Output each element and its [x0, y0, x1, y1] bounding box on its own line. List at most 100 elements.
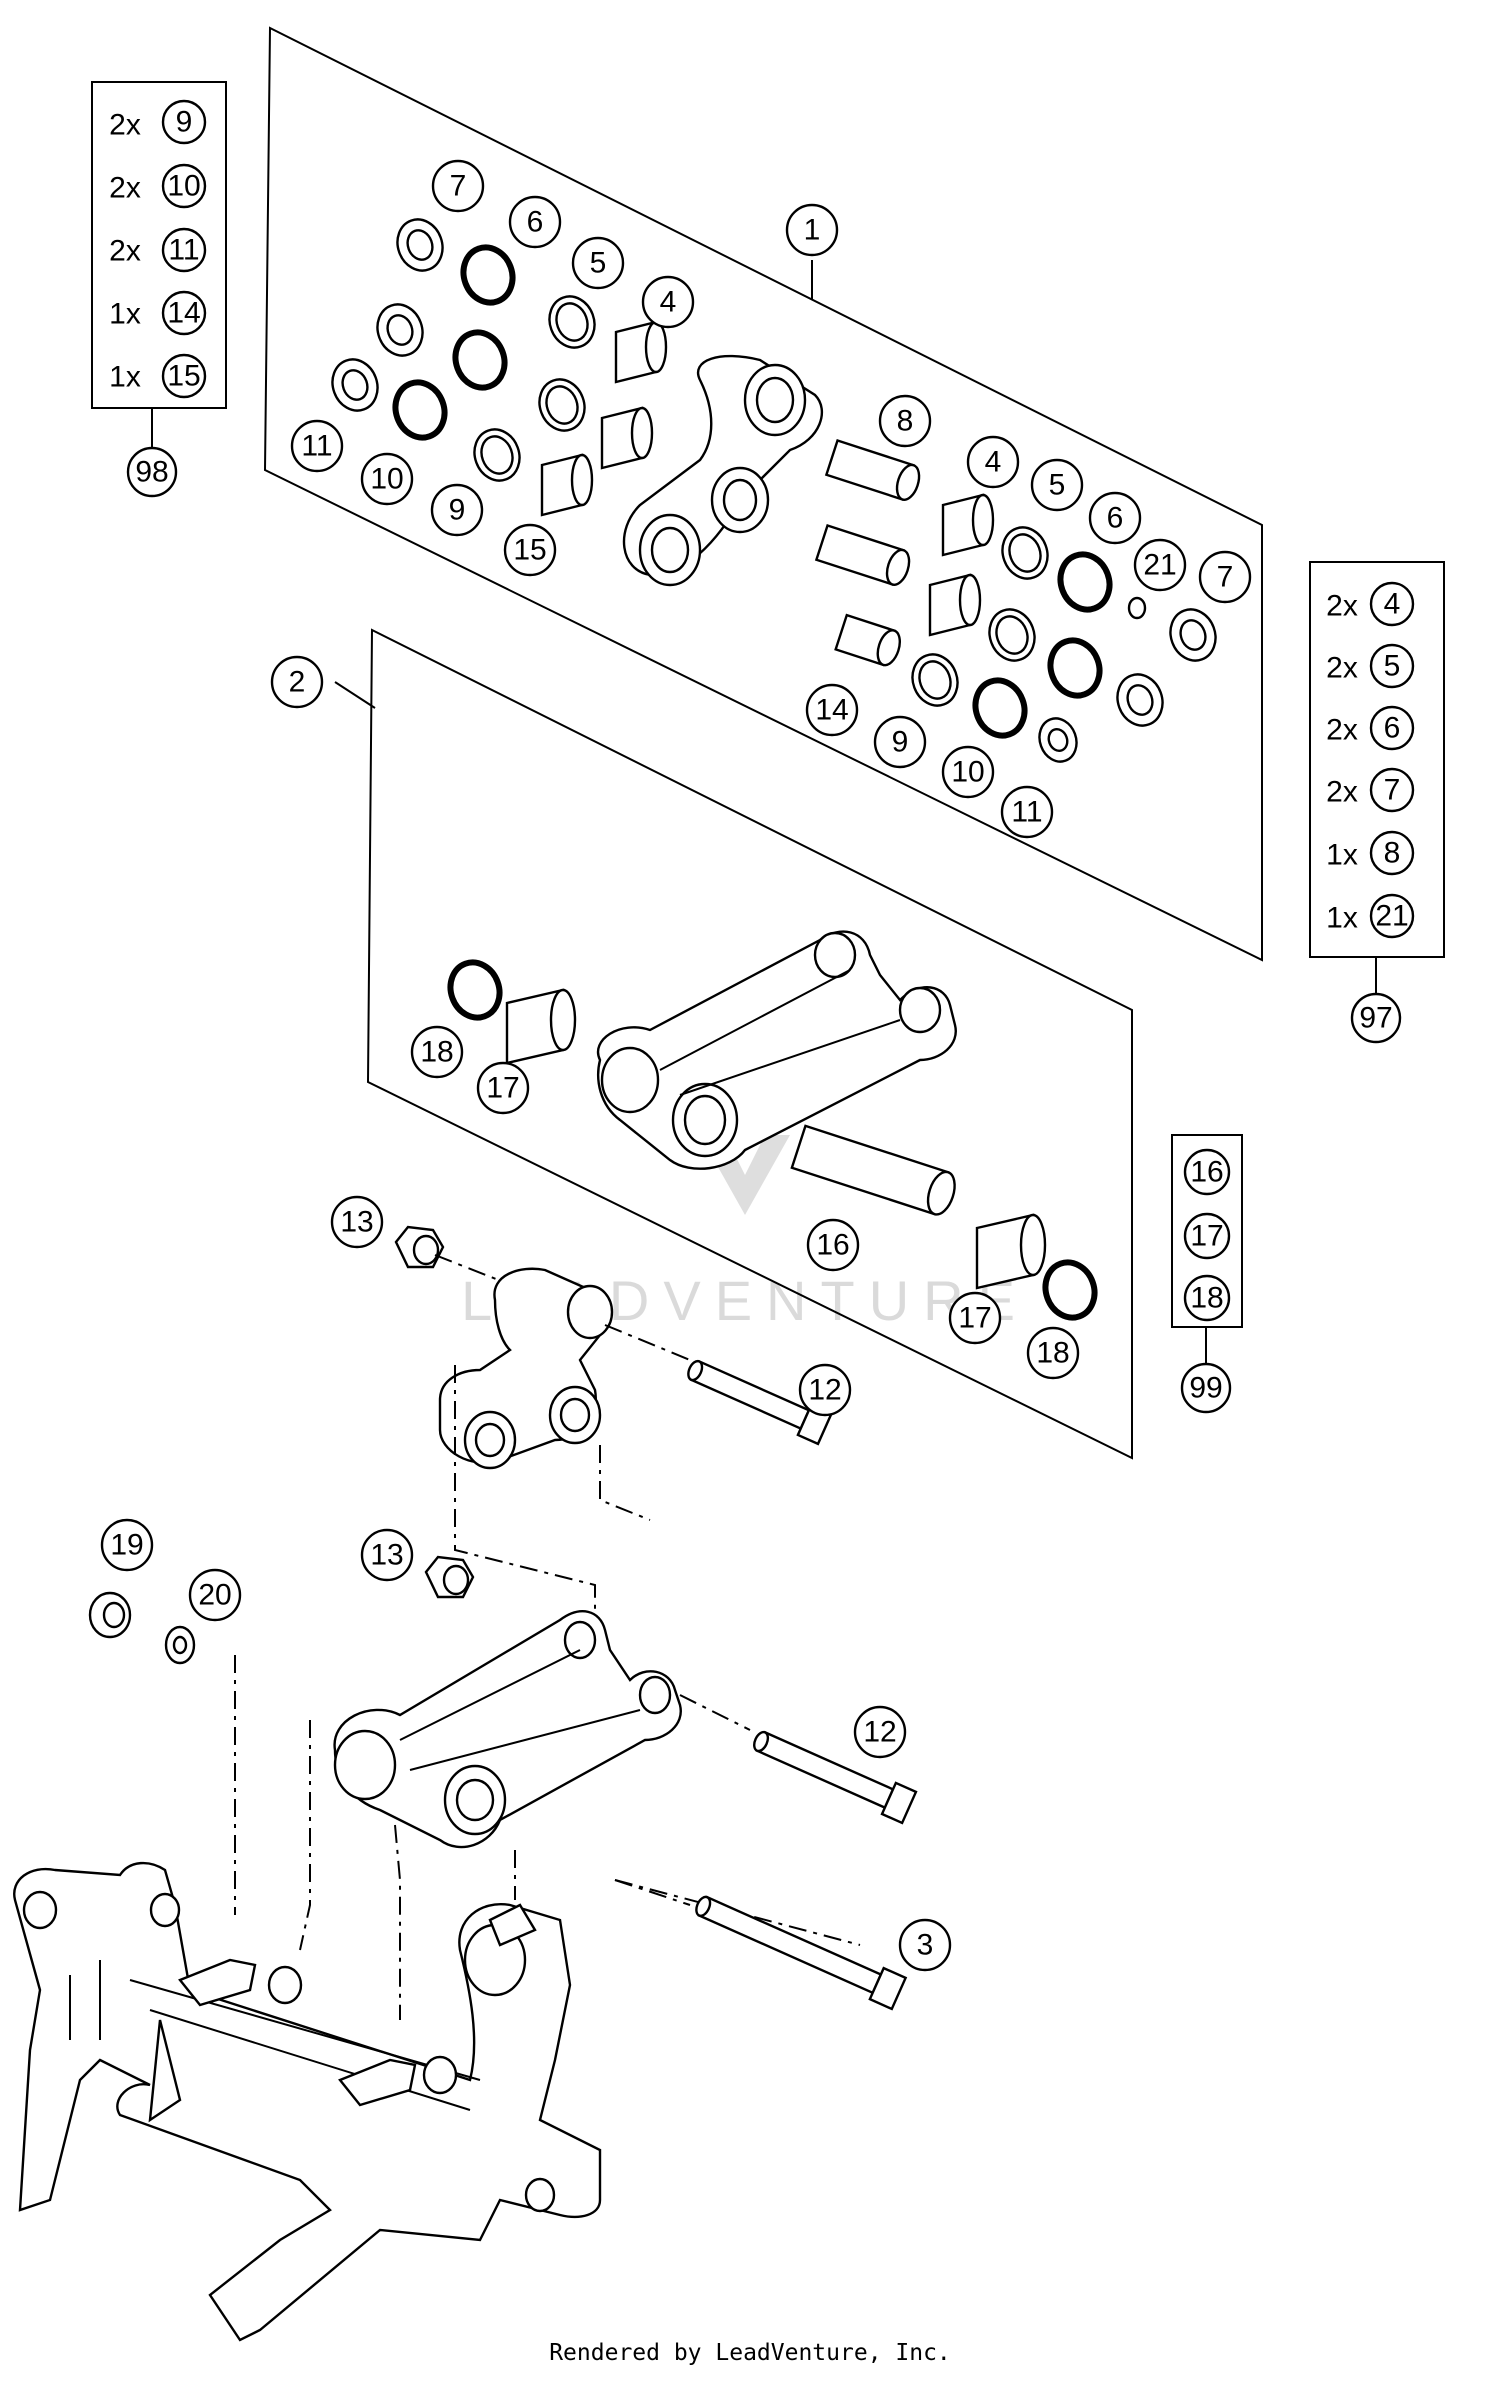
washer-19: [88, 1591, 132, 1639]
kit-97-qty-2: 2x: [1326, 714, 1358, 747]
svg-text:12: 12: [863, 1716, 896, 1749]
callout-1: 1: [785, 203, 839, 257]
kit-98-qty-1: 2x: [109, 172, 141, 205]
kit-99-list: 16 17 18 99: [1180, 1148, 1232, 1414]
kit-97-qty-5: 1x: [1326, 902, 1358, 935]
kit-99-part-0: 16: [1190, 1156, 1223, 1189]
callout-7-left: 7: [431, 159, 485, 213]
kit-1-outline: [263, 26, 1263, 962]
callout-13-upper: 13: [330, 1195, 384, 1249]
kit-97-qty-4: 1x: [1326, 839, 1358, 872]
callout-10-right: 10: [941, 745, 995, 799]
kit-97-qty-3: 2x: [1326, 776, 1358, 809]
sleeve: [814, 524, 911, 586]
kit-99-number: 99: [1189, 1372, 1222, 1405]
svg-text:10: 10: [951, 756, 984, 789]
footer-credit: Rendered by LeadVenture, Inc.: [549, 2340, 951, 2366]
kit-98-qty-0: 2x: [109, 109, 141, 142]
washer-20: [164, 1625, 196, 1665]
kit-99-part-1: 17: [1190, 1220, 1223, 1253]
svg-text:21: 21: [1143, 549, 1176, 582]
svg-text:11: 11: [301, 430, 332, 463]
svg-text:16: 16: [816, 1229, 849, 1262]
svg-text:1: 1: [804, 214, 821, 247]
callout-15: 15: [503, 523, 557, 577]
svg-text:5: 5: [590, 247, 607, 280]
callout-21: 21: [1133, 538, 1187, 592]
kit-97-list: 2x 4 2x 5 2x 6 2x 7 1x 8 1x 21 97: [1326, 581, 1415, 1044]
callout-17-right: 17: [948, 1291, 1002, 1345]
linkage-assembled: [333, 1610, 682, 1849]
bushing: [614, 320, 668, 384]
callout-7-right: 7: [1198, 550, 1252, 604]
svg-text:3: 3: [917, 1929, 934, 1962]
svg-text:4: 4: [985, 446, 1002, 479]
kit-99-part-2: 18: [1190, 1282, 1223, 1315]
kit-98-part-4: 15: [167, 360, 200, 393]
sleeve: [834, 613, 901, 667]
kit-98-number: 98: [135, 456, 168, 489]
svg-text:19: 19: [110, 1529, 143, 1562]
svg-text:7: 7: [1217, 561, 1234, 594]
callout-4-right: 4: [966, 435, 1020, 489]
callout-16: 16: [806, 1218, 860, 1272]
callout-6-left: 6: [508, 195, 562, 249]
svg-text:18: 18: [1036, 1337, 1069, 1370]
kit-97-qty-0: 2x: [1326, 590, 1358, 623]
svg-text:7: 7: [450, 170, 467, 203]
svg-text:17: 17: [958, 1302, 991, 1335]
callout-6-right: 6: [1088, 491, 1142, 545]
kit-98-qty-2: 2x: [109, 235, 141, 268]
svg-text:9: 9: [449, 494, 466, 527]
callout-10-left: 10: [360, 452, 414, 506]
callout-20: 20: [188, 1568, 242, 1622]
bearing-set-left: [331, 218, 668, 517]
callout-5-left: 5: [571, 236, 625, 290]
callout-2: 2: [270, 655, 324, 709]
svg-text:11: 11: [1011, 796, 1042, 829]
callout-14: 14: [805, 683, 859, 737]
bearing-set-right: [814, 439, 1217, 763]
callout-4-left: 4: [641, 275, 695, 329]
kit-97-part-0: 4: [1384, 588, 1401, 621]
callout-8: 8: [878, 394, 932, 448]
nut-13-upper: [394, 1225, 445, 1269]
callout-5-right: 5: [1030, 458, 1084, 512]
bolt-3: [614, 1879, 908, 2011]
callout-18-left: 18: [410, 1025, 464, 1079]
svg-text:12: 12: [808, 1374, 841, 1407]
kit-97-qty-1: 2x: [1326, 652, 1358, 685]
svg-text:8: 8: [897, 405, 914, 438]
kit-97-part-2: 6: [1384, 712, 1401, 745]
kit-98-part-0: 9: [176, 106, 193, 139]
nut-13-lower: [424, 1555, 475, 1599]
svg-text:17: 17: [486, 1072, 519, 1105]
svg-text:14: 14: [815, 694, 848, 727]
callout-19: 19: [100, 1518, 154, 1572]
svg-text:6: 6: [527, 206, 544, 239]
frame: [13, 1861, 602, 2342]
callout-12-lower: 12: [853, 1705, 907, 1759]
kit-97-number: 97: [1359, 1002, 1392, 1035]
callout-18-right: 18: [1026, 1326, 1080, 1380]
callout-9-left: 9: [430, 483, 484, 537]
callout-13-lower: 13: [360, 1528, 414, 1582]
svg-text:6: 6: [1107, 502, 1124, 535]
kit-97-part-4: 8: [1384, 837, 1401, 870]
kit-98-qty-4: 1x: [109, 361, 141, 394]
callout-17-left: 17: [476, 1061, 530, 1115]
callout-3: 3: [898, 1918, 952, 1972]
kit-98-list: 2x 9 2x 10 2x 11 1x 14 1x 15 98: [109, 99, 207, 498]
callout-12-upper: 12: [798, 1363, 852, 1417]
callout-11-right: 11: [1000, 785, 1054, 839]
kit-97-part-3: 7: [1384, 774, 1401, 807]
svg-text:2: 2: [289, 666, 306, 699]
bushing: [600, 406, 654, 470]
bolt-12-upper: [604, 1324, 834, 1446]
svg-text:15: 15: [513, 534, 546, 567]
svg-text:20: 20: [198, 1579, 231, 1612]
kit-97-box: [1309, 561, 1445, 995]
svg-text:13: 13: [340, 1206, 373, 1239]
kit-97-part-1: 5: [1384, 650, 1401, 683]
